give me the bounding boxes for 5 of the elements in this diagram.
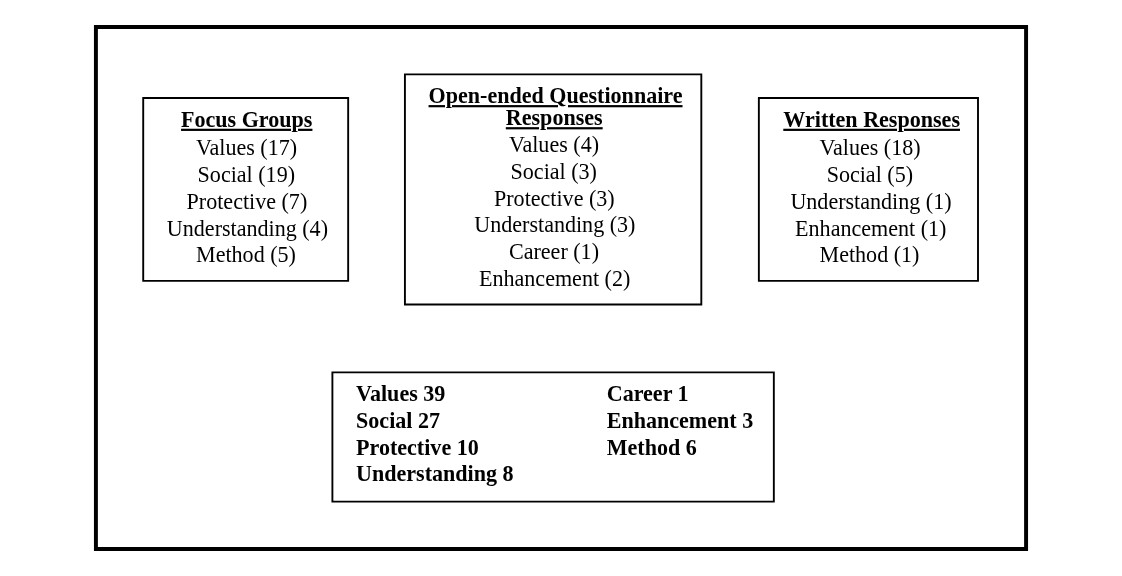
node-box: Written Responses Values (18) Social (5) Understanding (1) Enhancement (1) Method (1)	[757, 97, 979, 282]
cluster	[93, 25, 1029, 551]
node-box: Focus Groups Values (17) Social (19) Protective (7) Understanding (4) Method (5)	[142, 97, 350, 282]
node-box: Values 39 Career 1 Social 27 Enhancement 3 Protective 10 Method 6 Understanding 8	[331, 371, 775, 503]
node-box: Open-ended Questionnaire Responses Values (4) Social (3) Protective (3) Understanding (3) Career (1) Enhancement (2)	[403, 73, 703, 306]
